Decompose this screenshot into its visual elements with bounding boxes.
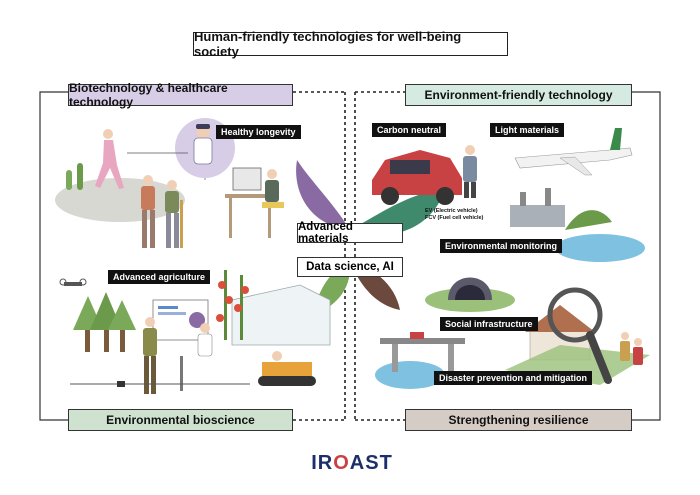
category-environmental-bioscience: Environmental bioscience (68, 409, 293, 431)
petal-purple (296, 160, 350, 230)
logo-prefix: IR (311, 451, 334, 474)
logo-suffix: AST (349, 451, 393, 474)
category-strengthening-resilience: Strengthening resilience (405, 409, 632, 431)
center-advanced-materials: Advanced materials (297, 221, 403, 245)
category-biotech-healthcare: Biotechnology & healthcare technology (68, 81, 293, 109)
note-ev: EV (Electric vehicle) (425, 208, 478, 214)
tag-social-infrastructure: Social infrastructure (440, 317, 538, 331)
page-title: Human-friendly technologies for well-bei… (193, 29, 508, 59)
tag-carbon-neutral: Carbon neutral (372, 123, 447, 137)
tag-advanced-agriculture: Advanced agriculture (108, 270, 211, 284)
tag-environmental-monitoring: Environmental monitoring (440, 239, 563, 253)
category-environment-friendly: Environment-friendly technology (405, 84, 632, 106)
tag-light-materials: Light materials (490, 123, 565, 137)
logo-o: O (333, 451, 350, 474)
agriculture-illustration (59, 270, 331, 394)
tag-disaster-prevention: Disaster prevention and mitigation (434, 371, 593, 385)
note-fcv: FCV (Fuel cell vehicle) (425, 215, 484, 221)
environment-illustration (372, 128, 645, 312)
right-frame (632, 91, 661, 421)
left-frame (39, 91, 68, 421)
vehicle-notes: EV (Electric vehicle) FCV (Fuel cell veh… (425, 208, 483, 222)
dotted-dividers (293, 91, 405, 421)
tag-healthy-longevity: Healthy longevity (216, 125, 301, 139)
center-data-science-ai: Data science, AI (297, 257, 403, 277)
